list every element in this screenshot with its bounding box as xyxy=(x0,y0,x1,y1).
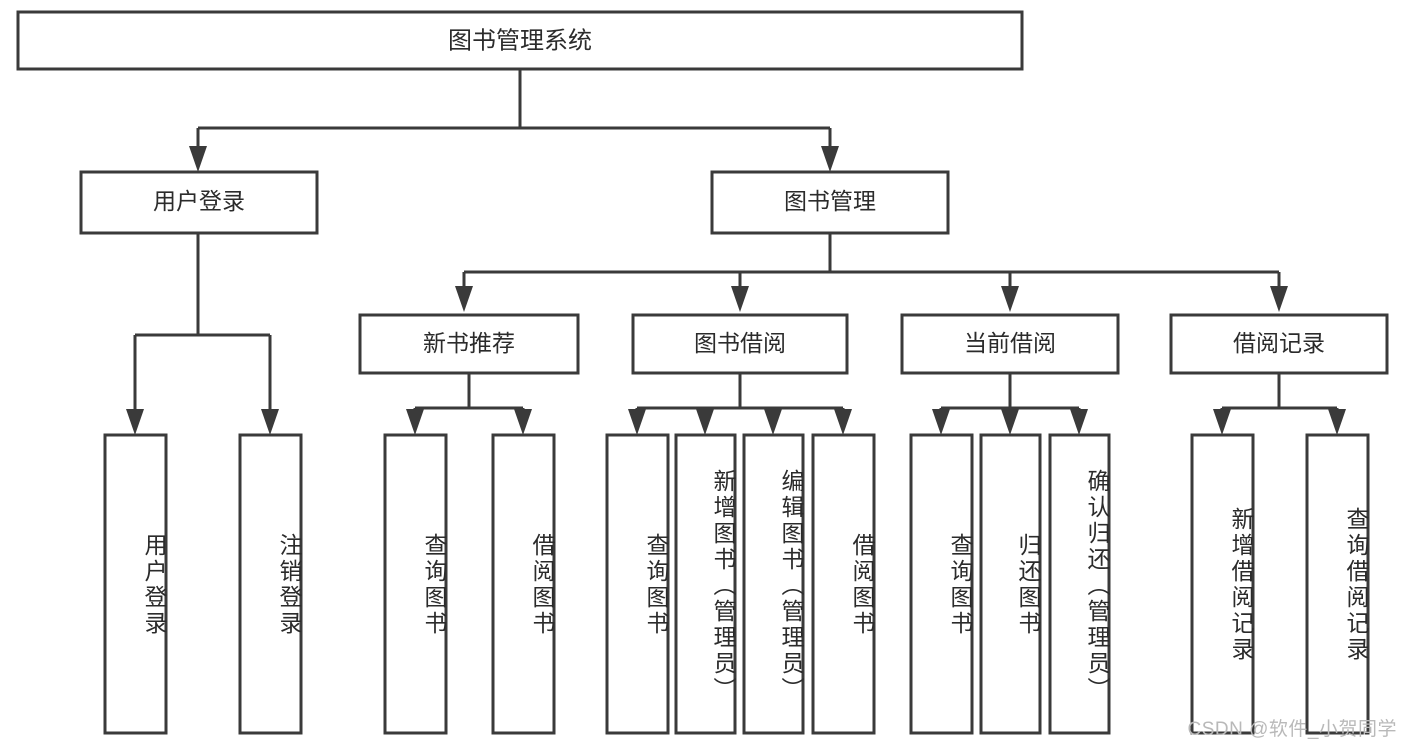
node-borrow-record[interactable]: 借阅记录 xyxy=(1169,313,1389,375)
arrow-head-user-login xyxy=(189,146,207,172)
arrow-head-current-borrow xyxy=(1001,286,1019,312)
leaf-box-borrow-book-2[interactable] xyxy=(811,433,876,735)
node-book-management[interactable]: 图书管理 xyxy=(710,170,950,235)
leaf-box-logout[interactable] xyxy=(238,433,303,735)
node-current-borrow[interactable]: 当前借阅 xyxy=(900,313,1120,375)
connector-group-root xyxy=(189,69,839,172)
node-borrow-record-label: 借阅记录 xyxy=(1233,330,1325,356)
arrow-head-leaf-confirm-return xyxy=(1070,409,1088,435)
arrow-head-leaf-add-record xyxy=(1213,409,1231,435)
node-root-box[interactable] xyxy=(16,10,1024,71)
leaf-box-return-book[interactable] xyxy=(979,433,1042,735)
arrow-head-leaf-return-book xyxy=(1001,409,1019,435)
leaf-box-confirm-return[interactable] xyxy=(1048,433,1111,735)
node-book-borrow-box[interactable] xyxy=(631,313,849,375)
arrow-head-leaf-edit-book xyxy=(764,409,782,435)
node-book-borrow-label: 图书借阅 xyxy=(694,330,786,356)
node-user-login-label: 用户登录 xyxy=(153,188,245,214)
leaf-box-query-book-2[interactable] xyxy=(605,433,670,735)
node-current-borrow-label: 当前借阅 xyxy=(964,330,1056,356)
connector-group-user-login xyxy=(126,233,279,435)
csdn-watermark: CSDN @软件_小贺同学 xyxy=(1187,719,1397,740)
connector-group-book-borrow xyxy=(628,373,852,435)
node-user-login-box[interactable] xyxy=(79,170,319,235)
node-root[interactable]: 图书管理系统 xyxy=(16,10,1024,71)
node-current-borrow-box[interactable] xyxy=(900,313,1120,375)
leaf-box-query-record[interactable] xyxy=(1305,433,1370,735)
arrow-head-book-mgmt xyxy=(821,146,839,172)
node-root-label: 图书管理系统 xyxy=(448,27,592,54)
node-book-management-box[interactable] xyxy=(710,170,950,235)
leaf-box-query-book-1[interactable] xyxy=(383,433,448,735)
connector-group-book-mgmt xyxy=(455,233,1288,312)
leaf-box-add-record[interactable] xyxy=(1190,433,1255,735)
connector-group-current-borrow xyxy=(932,373,1088,435)
arrow-head-borrow-record xyxy=(1270,286,1288,312)
arrow-head-new-book xyxy=(455,286,473,312)
leaf-box-user-login[interactable] xyxy=(103,433,168,735)
node-book-borrow[interactable]: 图书借阅 xyxy=(631,313,849,375)
arrow-head-leaf-add-book xyxy=(696,409,714,435)
arrow-head-leaf-query-book-2 xyxy=(628,409,646,435)
connector-group-new-book xyxy=(406,373,532,435)
arrow-head-leaf-borrow-book-1 xyxy=(514,409,532,435)
node-new-book-recommend[interactable]: 新书推荐 xyxy=(358,313,580,375)
leaf-box-edit-book[interactable] xyxy=(742,433,805,735)
node-new-book-recommend-label: 新书推荐 xyxy=(423,330,515,356)
leaf-box-add-book[interactable] xyxy=(674,433,737,735)
arrow-head-leaf-user-login xyxy=(126,409,144,435)
arrow-head-book-borrow xyxy=(731,286,749,312)
arrow-head-leaf-query-book-1 xyxy=(406,409,424,435)
node-book-management-label: 图书管理 xyxy=(784,188,876,214)
connector-group-borrow-record xyxy=(1213,373,1346,435)
node-user-login[interactable]: 用户登录 xyxy=(79,170,319,235)
leaf-box-query-book-3[interactable] xyxy=(909,433,974,735)
leaf-box-borrow-book-1[interactable] xyxy=(491,433,556,735)
arrow-head-leaf-borrow-book-2 xyxy=(834,409,852,435)
node-new-book-recommend-box[interactable] xyxy=(358,313,580,375)
arrow-head-leaf-logout xyxy=(261,409,279,435)
arrow-head-leaf-query-record xyxy=(1328,409,1346,435)
arrow-head-leaf-query-book-3 xyxy=(932,409,950,435)
node-borrow-record-box[interactable] xyxy=(1169,313,1389,375)
